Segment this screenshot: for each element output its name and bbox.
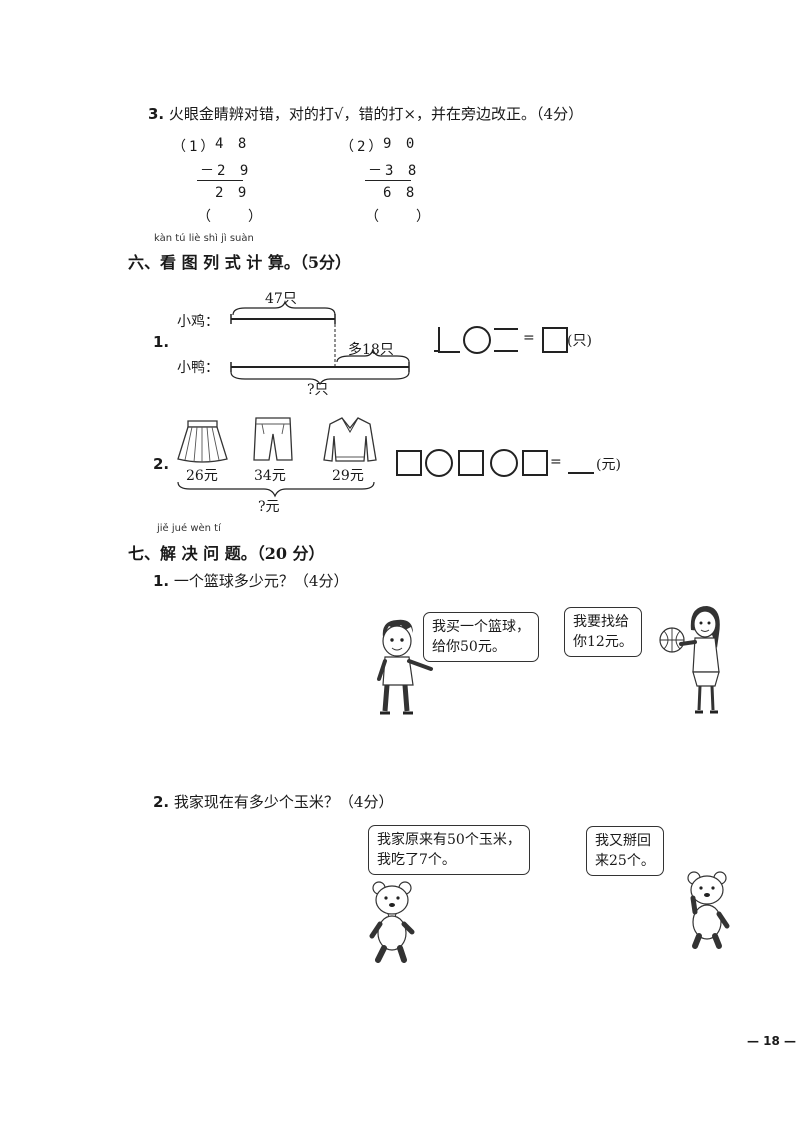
equals-sign-2: = [550, 454, 562, 470]
q3-p1-label: （1） [172, 139, 218, 155]
bear2-line-2: 来25个。 [595, 853, 655, 869]
answer-blank-result[interactable] [568, 472, 594, 474]
sec6-p1-diff-label: 多18只 [348, 342, 394, 358]
sec6-p1-unit: (只) [567, 333, 592, 349]
q3-p1-mid: －2 9 [200, 163, 252, 179]
sec6-p2-number: 2. [153, 455, 170, 473]
equals-sign: = [523, 330, 535, 346]
boy-line-2: 给你50元。 [432, 639, 506, 655]
q3-p1-top: 4 8 [215, 136, 250, 152]
sec6-p1-number: 1. [153, 333, 170, 351]
sec6-p1-bottom-label: ?只 [307, 382, 329, 398]
pants-price: 34元 [254, 468, 286, 484]
sweater-icon [323, 417, 377, 462]
q3-text: 火眼金睛辨对错，对的打√，错的打×，并在旁边改正。（4分） [168, 105, 584, 123]
sec6-p1-bar-diagram [230, 300, 410, 385]
q3-p2-label: （2） [340, 139, 386, 155]
q3-p1-line [197, 180, 243, 181]
q3-number: 3. [148, 105, 165, 123]
q3-p2-answer[interactable]: （ ） [365, 209, 433, 225]
sec7-p1-text: 一个篮球多少元？（4分） [173, 572, 349, 590]
q3-p1-answer[interactable]: （ ） [197, 209, 265, 225]
answer-box-result[interactable] [542, 327, 568, 353]
sec7-p2-text: 我家现在有多少个玉米？（4分） [173, 793, 394, 811]
q3-p2-result: 6 8 [383, 185, 418, 201]
skirt-icon [177, 420, 228, 463]
sec7-title: 七、解 决 问 题。（20 分） [128, 544, 325, 563]
bear2-speech-bubble: 我又掰回 来25个。 [586, 826, 664, 876]
girl-line-1: 我要找给 [573, 614, 629, 630]
bear-right-illustration [687, 871, 730, 949]
bear1-line-1: 我家原来有50个玉米， [377, 832, 521, 848]
total-label: ?元 [258, 499, 280, 515]
page-number: — 18 — [747, 1034, 797, 1048]
bear1-line-2: 我吃了7个。 [377, 852, 456, 868]
pants-icon [253, 417, 293, 461]
girl-illustration [659, 606, 720, 714]
sec7-pinyin: jiě jué wèn tí [157, 523, 221, 534]
operator-circle-b[interactable] [490, 449, 518, 477]
sec6-title: 六、看 图 列 式 计 算。（5分） [128, 253, 351, 272]
bear-left-illustration [369, 881, 415, 963]
sec6-p2-unit: (元) [596, 457, 621, 473]
bear2-line-1: 我又掰回 [595, 833, 651, 849]
answer-box-c[interactable] [522, 450, 548, 476]
sec6-p1-top-label: 47只 [265, 291, 297, 307]
bear1-speech-bubble: 我家原来有50个玉米， 我吃了7个。 [368, 825, 530, 875]
sec7-p2-number: 2. [153, 793, 170, 811]
answer-box-b[interactable] [458, 450, 484, 476]
total-brace [177, 481, 375, 498]
q3-p2-mid: －3 8 [368, 163, 420, 179]
boy-line-1: 我买一个篮球， [432, 619, 530, 635]
answer-line-top [494, 328, 518, 330]
sec6-p1-chick-label: 小鸡： [177, 314, 219, 330]
sec6-pinyin: kàn tú liè shì jì suàn [154, 233, 254, 244]
skirt-price: 26元 [186, 468, 218, 484]
sec7-p2-prompt: 2. 我家现在有多少个玉米？（4分） [153, 791, 393, 812]
q3-p1-result: 2 9 [215, 185, 250, 201]
operator-circle-1[interactable] [463, 326, 491, 354]
answer-box-1[interactable] [438, 327, 460, 353]
girl-line-2: 你12元。 [573, 634, 633, 650]
girl-speech-bubble: 我要找给 你12元。 [564, 607, 642, 657]
sweater-price: 29元 [332, 468, 364, 484]
boy-illustration [377, 619, 433, 715]
sec7-p1-prompt: 1. 一个篮球多少元？（4分） [153, 570, 348, 591]
q3-p2-top: 9 0 [383, 136, 418, 152]
sec7-p1-number: 1. [153, 572, 170, 590]
operator-circle-a[interactable] [425, 449, 453, 477]
q3-p2-line [365, 180, 411, 181]
q3-prompt: 3. 火眼金睛辨对错，对的打√，错的打×，并在旁边改正。（4分） [148, 103, 583, 124]
answer-box-a[interactable] [396, 450, 422, 476]
sec6-p1-duck-label: 小鸭： [177, 360, 219, 376]
answer-blank-2[interactable] [494, 350, 518, 352]
boy-speech-bubble: 我买一个篮球， 给你50元。 [423, 612, 539, 662]
